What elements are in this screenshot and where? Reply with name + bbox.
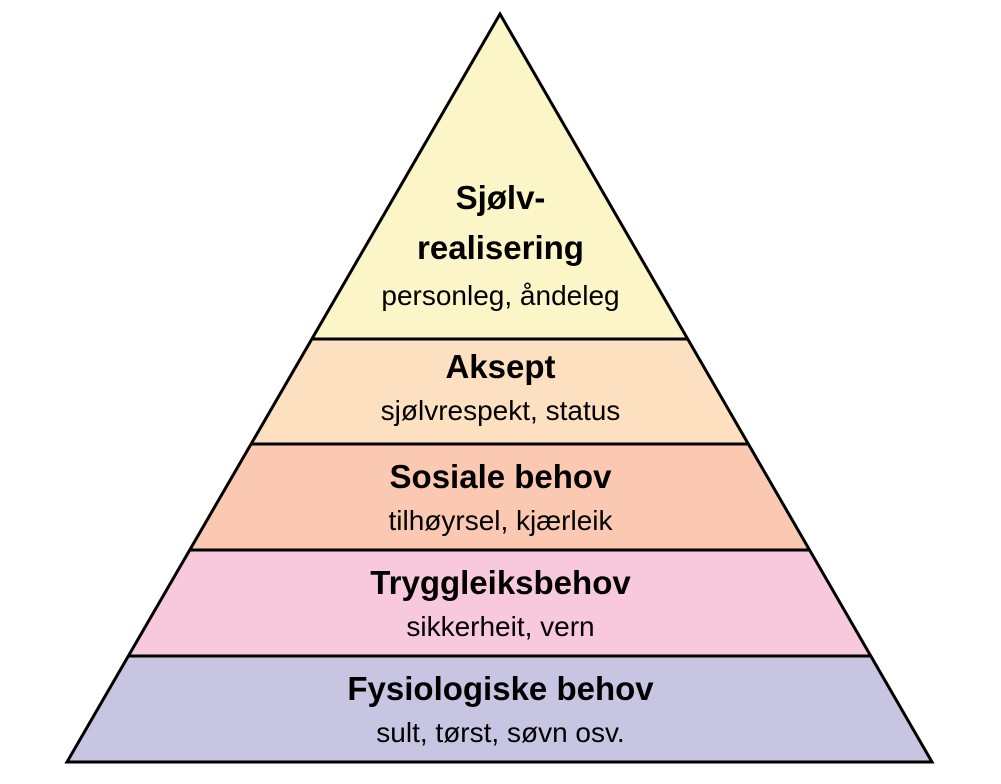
level-safety [129,550,871,656]
level-social [190,444,810,550]
pyramid-outline [64,11,935,764]
level-1-title-line1: Sjølv- [455,179,546,216]
level-3-title: Sosiale behov [389,458,612,495]
level-esteem [252,339,748,444]
level-5-title: Fysiologiske behov [347,670,654,707]
level-2-subtitle: sjølvrespekt, status [380,395,621,426]
level-self-actualization [313,14,687,339]
level-2-title: Aksept [445,348,556,385]
level-physiological [67,656,932,762]
level-1-title-line2: realisering [417,229,584,266]
level-5-subtitle: sult, tørst, søvn osv. [376,717,625,748]
level-4-subtitle: sikkerheit, vern [406,611,595,642]
level-1-subtitle: personleg, åndeleg [381,280,620,311]
level-3-subtitle: tilhøyrsel, kjærleik [388,505,613,536]
level-4-title: Tryggleiksbehov [370,564,631,601]
